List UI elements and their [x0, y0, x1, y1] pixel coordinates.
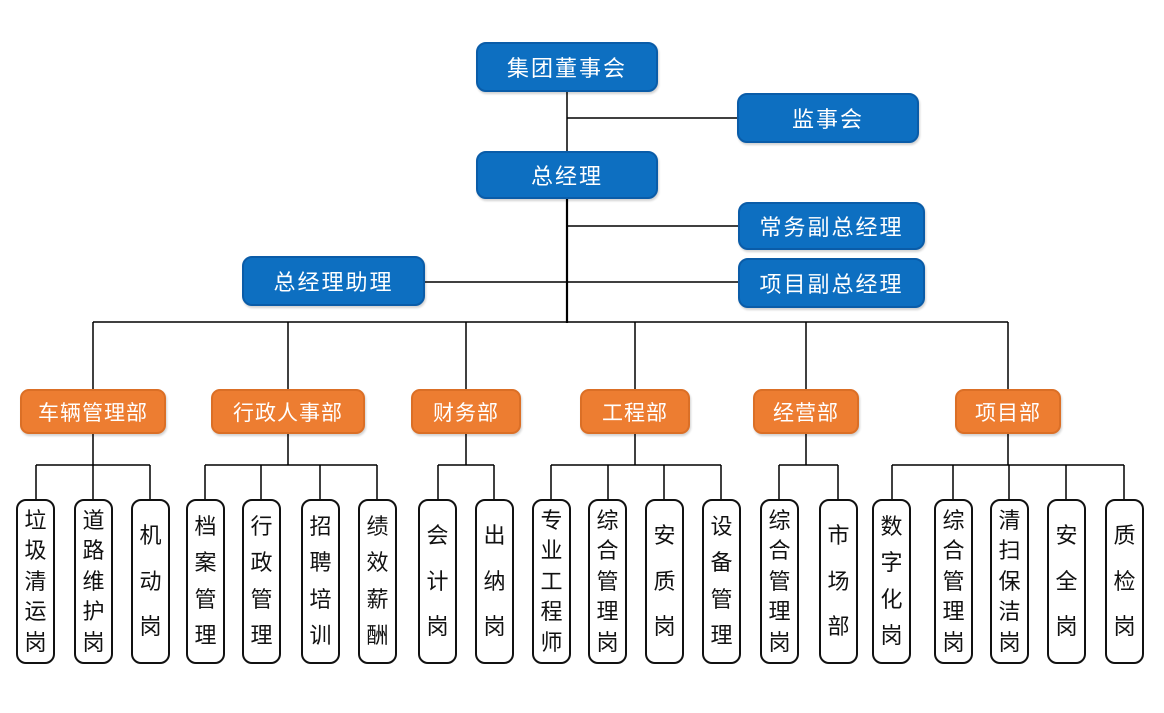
post-equipment-mgmt: 设备管理	[702, 499, 741, 664]
post-safety-quality: 安质岗	[645, 499, 684, 664]
post-cleaning: 清扫保洁岗	[990, 499, 1029, 664]
post-quality-inspection: 质检岗	[1105, 499, 1144, 664]
dept-admin-hr: 行政人事部	[211, 389, 365, 434]
post-road-maintenance: 道路维护岗	[74, 499, 113, 664]
post-garbage-removal: 垃圾清运岗	[16, 499, 55, 664]
post-general-mgmt-proj: 综合管理岗	[934, 499, 973, 664]
dept-vehicle-management: 车辆管理部	[20, 389, 166, 434]
post-cashier: 出纳岗	[475, 499, 514, 664]
post-general-mgmt-biz: 综合管理岗	[760, 499, 799, 664]
post-mobile: 机动岗	[131, 499, 170, 664]
node-general-manager: 总经理	[476, 151, 658, 199]
post-safety: 安全岗	[1047, 499, 1086, 664]
dept-engineering: 工程部	[580, 389, 690, 434]
post-admin-mgmt: 行政管理	[242, 499, 281, 664]
node-project-deputy-gm: 项目副总经理	[738, 258, 925, 308]
post-recruit-training: 招聘培训	[301, 499, 340, 664]
dept-project: 项目部	[955, 389, 1061, 434]
node-group-board: 集团董事会	[476, 42, 658, 92]
node-executive-deputy-gm: 常务副总经理	[738, 202, 925, 250]
post-professional-engineer: 专业工程师	[532, 499, 571, 664]
post-accountant: 会计岗	[418, 499, 457, 664]
dept-finance: 财务部	[411, 389, 521, 434]
dept-business: 经营部	[753, 389, 859, 434]
post-market: 市场部	[819, 499, 858, 664]
post-performance-pay: 绩效薪酬	[358, 499, 397, 664]
post-archives-mgmt: 档案管理	[186, 499, 225, 664]
post-general-mgmt-eng: 综合管理岗	[588, 499, 627, 664]
post-digitalization: 数字化岗	[872, 499, 911, 664]
node-supervisory-board: 监事会	[737, 93, 919, 143]
node-gm-assistant: 总经理助理	[242, 256, 425, 306]
